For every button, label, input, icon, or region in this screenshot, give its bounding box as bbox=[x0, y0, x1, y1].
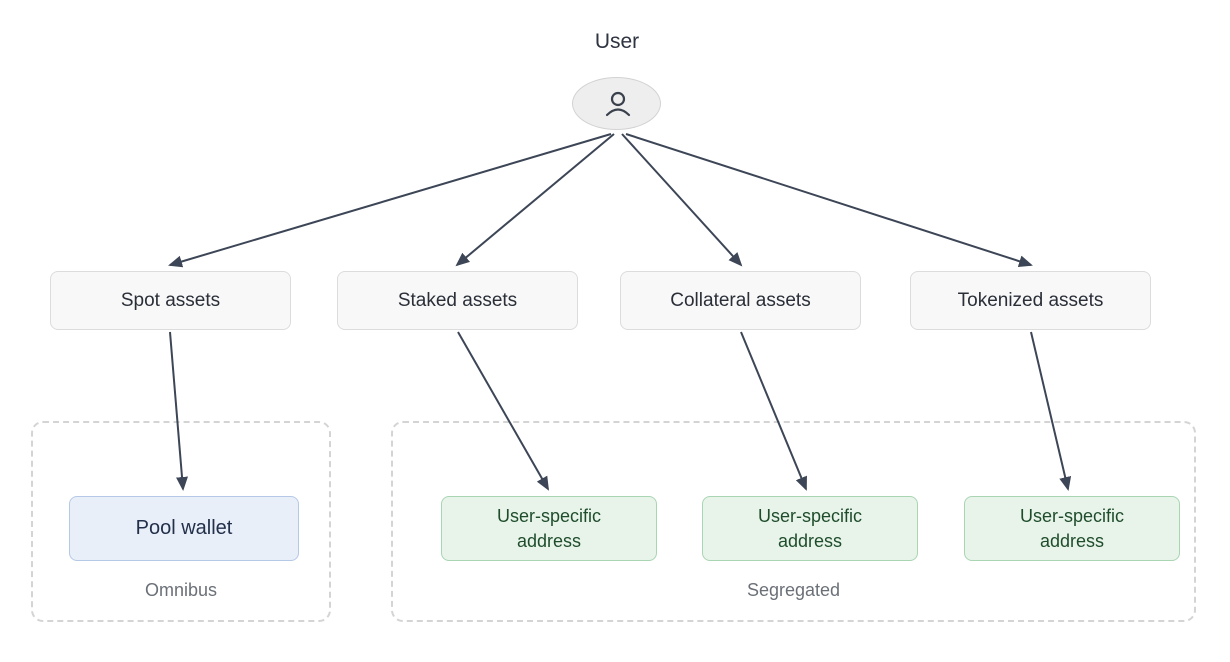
spot-assets-node: Spot assets bbox=[50, 271, 291, 330]
staked-assets-node: Staked assets bbox=[337, 271, 578, 330]
edge-spot-pool bbox=[169, 331, 188, 491]
segregated-label: Segregated bbox=[746, 580, 841, 600]
user-node bbox=[572, 77, 661, 130]
edge-user-collateral bbox=[621, 133, 743, 267]
user-label: User bbox=[594, 30, 640, 53]
user-address-node: User-specific address bbox=[964, 496, 1180, 561]
edge-staked-address bbox=[457, 331, 549, 491]
edge-user-staked bbox=[455, 133, 615, 267]
person-icon bbox=[605, 91, 631, 117]
edge-user-tokenized bbox=[625, 133, 1033, 268]
edge-user-spot bbox=[168, 133, 612, 268]
edge-tokenized-address bbox=[1030, 331, 1072, 491]
edge-collateral-address bbox=[740, 331, 807, 491]
pool-wallet-node: Pool wallet bbox=[69, 496, 299, 561]
user-address-node: User-specific address bbox=[702, 496, 918, 561]
segregated-group bbox=[391, 421, 1196, 622]
omnibus-group bbox=[31, 421, 331, 622]
omnibus-label: Omnibus bbox=[144, 580, 218, 600]
collateral-assets-node: Collateral assets bbox=[620, 271, 861, 330]
tokenized-assets-node: Tokenized assets bbox=[910, 271, 1151, 330]
user-address-node: User-specific address bbox=[441, 496, 657, 561]
